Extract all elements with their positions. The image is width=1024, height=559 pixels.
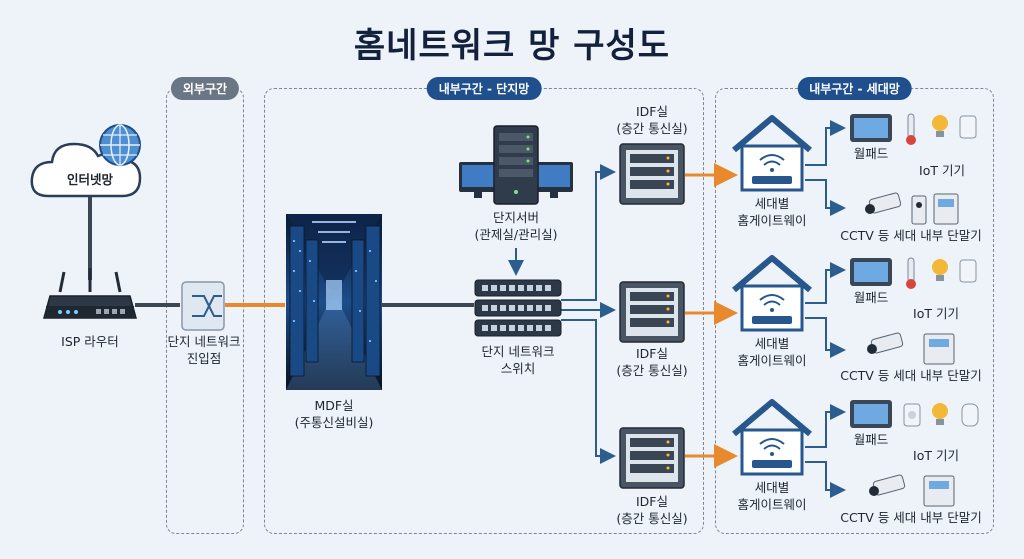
sensor-icon bbox=[959, 259, 977, 283]
network-switch-icon bbox=[474, 279, 562, 337]
sensor-icon bbox=[903, 403, 921, 427]
thermometer-icon bbox=[906, 257, 916, 289]
entry-switch-icon bbox=[181, 281, 225, 331]
wallpad-label-1: 월패드 bbox=[853, 146, 889, 161]
datacenter-image bbox=[286, 214, 382, 390]
household-devices-2 bbox=[850, 257, 977, 365]
camera-icon bbox=[869, 474, 906, 496]
idf-label-3: IDF실(층간 통신실) bbox=[616, 494, 688, 526]
camera-icon bbox=[867, 332, 904, 354]
wallpad-label-3: 월패드 bbox=[853, 432, 889, 447]
tablet-icon bbox=[850, 258, 892, 286]
iot-label-2: IoT 기기 bbox=[913, 306, 959, 321]
idf-label-2: IDF실(층간 통신실) bbox=[616, 346, 688, 378]
sensor-icon bbox=[959, 115, 977, 139]
house-icon bbox=[732, 115, 812, 192]
wallpad-label-2: 월패드 bbox=[853, 290, 889, 305]
house-icon bbox=[732, 255, 812, 332]
iot-label-3: IoT 기기 bbox=[913, 448, 959, 463]
idf-label-1: IDF실(층간 통신실) bbox=[616, 104, 688, 136]
rack-icon bbox=[619, 281, 685, 343]
doorphone-icon bbox=[911, 195, 927, 225]
tablet-icon bbox=[850, 114, 892, 142]
internet-label: 인터넷망 bbox=[66, 172, 113, 187]
tablet-icon bbox=[850, 400, 892, 428]
house-icon bbox=[732, 399, 812, 476]
zone-complex: 내부구간 - 단지망 bbox=[264, 77, 704, 534]
zone-outer: 외부구간 bbox=[166, 77, 244, 534]
globe-icon bbox=[99, 124, 141, 166]
page-title: 홈네트워크 망 구성도 bbox=[353, 26, 671, 66]
phone-icon bbox=[923, 475, 955, 507]
cctv-label-1: CCTV 등 세대 내부 단말기 bbox=[840, 228, 982, 243]
router-icon bbox=[43, 268, 137, 319]
rack-icon bbox=[619, 427, 685, 489]
household-devices-3 bbox=[850, 400, 979, 507]
zone-outer-label: 외부구간 bbox=[170, 77, 240, 100]
bulb-icon bbox=[932, 115, 948, 137]
mdf-label: MDF실(주통신설비실) bbox=[294, 398, 374, 430]
isp-router-label: ISP 라우터 bbox=[61, 334, 119, 349]
cctv-label-3: CCTV 등 세대 내부 단말기 bbox=[840, 510, 982, 525]
camera-icon bbox=[865, 192, 902, 214]
household-devices-1 bbox=[850, 113, 977, 225]
thermometer-icon bbox=[906, 113, 916, 145]
connection-lines bbox=[88, 120, 846, 498]
bulb-icon bbox=[932, 403, 948, 425]
zone-household-label: 내부구간 - 세대망 bbox=[797, 77, 912, 100]
phone-icon bbox=[923, 333, 955, 365]
server-icon bbox=[459, 125, 573, 205]
bulb-icon bbox=[932, 259, 948, 281]
sensor-icon bbox=[961, 403, 979, 427]
cctv-label-2: CCTV 등 세대 내부 단말기 bbox=[840, 368, 982, 383]
zone-complex-label: 내부구간 - 단지망 bbox=[426, 77, 542, 100]
server-label: 단지서버(관제실/관리실) bbox=[474, 210, 558, 242]
rack-icon bbox=[619, 143, 685, 205]
phone-icon bbox=[933, 193, 959, 225]
iot-label-1: IoT 기기 bbox=[919, 163, 965, 178]
